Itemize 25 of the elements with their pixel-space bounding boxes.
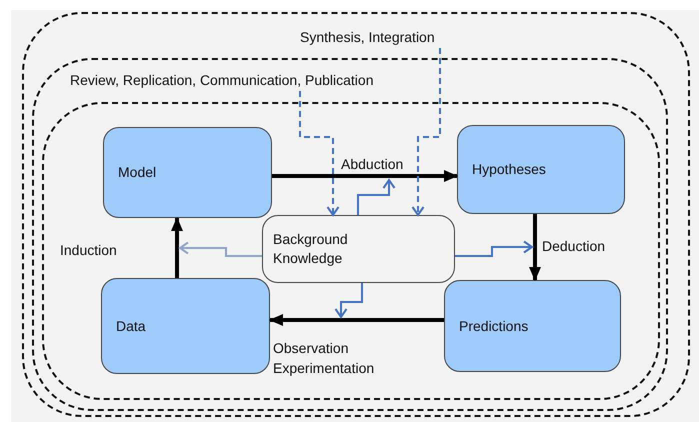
arrow — [269, 314, 444, 326]
knowledge-box — [262, 215, 455, 283]
node-label: Data — [116, 316, 147, 336]
process-box — [103, 127, 272, 218]
dashed-boundary — [42, 102, 660, 400]
arrow — [357, 179, 396, 215]
process-box — [444, 280, 621, 372]
arrow — [334, 283, 363, 318]
arrow — [179, 242, 262, 257]
arrow — [171, 217, 183, 278]
arrow — [412, 48, 441, 216]
boundary-label: Review, Replication, Communication, Publication — [70, 72, 374, 88]
dashed-boundary — [32, 58, 668, 411]
dashed-boundary — [22, 12, 690, 417]
node-label: Model — [118, 163, 158, 182]
arrow — [455, 240, 533, 257]
arrow — [529, 214, 541, 281]
node-label: Predictions — [459, 316, 530, 336]
node-label: Hypotheses — [472, 160, 547, 179]
arrow — [272, 170, 458, 182]
arrow — [299, 91, 340, 216]
node-label: Background Knowledge — [273, 230, 349, 268]
process-box — [101, 278, 270, 374]
process-box — [457, 125, 625, 214]
boundary-label: Synthesis, Integration — [300, 29, 435, 45]
